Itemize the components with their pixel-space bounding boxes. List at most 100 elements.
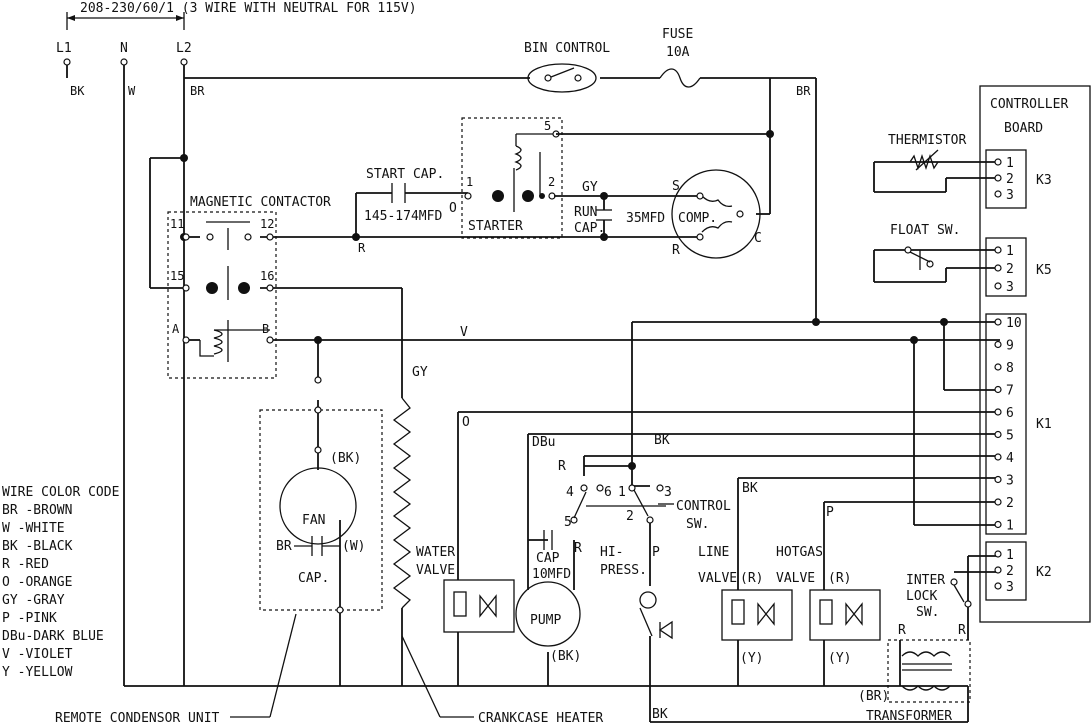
n-label: N (120, 41, 128, 56)
svg-text:5: 5 (564, 515, 572, 530)
legend-item: GY -GRAY (2, 593, 65, 608)
water-valve-label-1: WATER (416, 545, 455, 560)
br-wire-label-2: BR (796, 84, 811, 98)
svg-text:A: A (172, 322, 180, 336)
svg-text:12: 12 (260, 217, 274, 231)
svg-text:B: B (262, 322, 269, 336)
terminal-pin-label: 6 (1006, 406, 1014, 421)
wire-p-hipress: P (652, 545, 660, 560)
terminal-pin (994, 408, 1002, 416)
legend-item: BK -BLACK (2, 539, 73, 554)
svg-text:2: 2 (548, 175, 555, 189)
wire-v-label: V (460, 325, 468, 340)
terminal-pin (994, 520, 1002, 529)
pump-label: PUMP (530, 613, 561, 628)
terminal-pin (994, 550, 1002, 558)
fuse-rating: 10A (666, 45, 690, 60)
svg-text:11: 11 (170, 217, 184, 231)
transformer: (BR) TRANSFORMER (858, 639, 971, 724)
l2-label: L2 (176, 41, 192, 56)
k5-block (985, 237, 1027, 297)
compressor-s: S (672, 179, 680, 194)
interlock-label-1: INTER (906, 573, 945, 588)
k1-block (985, 313, 1027, 535)
terminal-pin-label: 3 (1006, 280, 1014, 295)
legend-item: V -VIOLET (2, 647, 73, 662)
supply-spec: 208-230/60/1 (3 WIRE WITH NEUTRAL FOR 11… (80, 1, 417, 16)
crankcase-heater-label: CRANKCASE HEATER (478, 711, 603, 726)
water-valve-label-2: VALVE (416, 563, 455, 578)
controller-board: CONTROLLER BOARD K3 K5 K1 K2 123 123 109… (979, 85, 1091, 623)
terminal-pin (994, 430, 1002, 439)
interlock-switch: INTER LOCK SW. R R (898, 573, 972, 638)
terminal-pin (994, 264, 1002, 272)
hotgas-valve: HOTGAS VALVE (R) (Y) (776, 545, 881, 666)
k3-label: K3 (1036, 173, 1052, 188)
wire-o-label: O (462, 415, 470, 430)
run-capacitor: GY RUN CAP. 35MFD (554, 180, 700, 241)
pump-motor: PUMP CAP 10MFD (BK) R (515, 530, 582, 664)
magnetic-contactor: MAGNETIC CONTACTOR 11 12 15 16 A B (167, 195, 331, 379)
run-cap-label: CAP. (574, 221, 605, 236)
pump-cap-label: CAP (536, 551, 560, 566)
line-valve: LINE VALVE (R) (Y) (698, 545, 793, 666)
svg-text:15: 15 (170, 269, 184, 283)
start-capacitor: START CAP. 145-174MFD O R (358, 167, 457, 255)
wire-r-interlock-2: R (958, 623, 966, 638)
wire-r-cs: R (558, 459, 566, 474)
bk-wire-label: BK (70, 84, 85, 98)
line-valve-r: (R) (740, 571, 763, 586)
wire-color-legend: WIRE COLOR CODE BR -BROWN W -WHITE BK -B… (2, 485, 119, 680)
bin-control-label: BIN CONTROL (524, 41, 610, 56)
terminal-pin (994, 582, 1002, 590)
terminal-pin-label: 8 (1006, 361, 1014, 376)
terminal-pin (994, 318, 1002, 326)
crankcase-heater: GY CRANKCASE HEATER (392, 365, 603, 726)
compressor: COMP. S C R (556, 78, 774, 259)
control-switch: 4 6 5 1 2 3 R CONTROL SW. (558, 459, 731, 532)
terminal-pin-label: 1 (1006, 244, 1014, 259)
fan-bk: (BK) (330, 451, 361, 466)
l2-terminal (180, 58, 188, 66)
hotgas-valve-label-2: VALVE (776, 571, 815, 586)
fan-label: FAN (302, 513, 325, 528)
terminal-pin-label: 10 (1006, 316, 1022, 331)
terminal-pin-label: 3 (1006, 188, 1014, 203)
starter-relay: STARTER 1 2 5 (461, 117, 563, 239)
terminal-pin (994, 190, 1002, 198)
hotgas-valve-y: (Y) (828, 651, 851, 666)
hotgas-valve-label-1: HOTGAS (776, 545, 823, 560)
remote-condensor-unit: FAN (BK) (W) BR CAP. REMOTE CONDENSOR UN… (55, 376, 383, 726)
control-sw-label-2: SW. (686, 517, 709, 532)
pump-cap-rating: 10MFD (532, 567, 571, 582)
terminal-pin (994, 475, 1002, 484)
legend-item: Y -YELLOW (2, 665, 73, 680)
k2-block (985, 541, 1027, 601)
legend-item: BR -BROWN (2, 503, 72, 518)
terminal-pin-label: 3 (1006, 580, 1014, 595)
remote-condensor-label: REMOTE CONDENSOR UNIT (55, 711, 220, 726)
transformer-br: (BR) (858, 689, 889, 704)
k2-label: K2 (1036, 565, 1052, 580)
svg-text:1: 1 (466, 175, 473, 189)
fuse: FUSE 10A BR (659, 27, 811, 98)
fuse-label: FUSE (662, 27, 693, 42)
bin-control: BIN CONTROL (524, 41, 610, 93)
hi-press-label-2: PRESS. (600, 563, 647, 578)
wire-r-start: R (358, 241, 366, 255)
run-cap-rating: 35MFD (626, 211, 665, 226)
controller-board-label-1: CONTROLLER (990, 97, 1068, 112)
compressor-c: C (754, 231, 762, 246)
terminal-pin-label: 9 (1006, 339, 1014, 354)
terminal-pin-label: 1 (1006, 519, 1014, 534)
water-valve: WATER VALVE (416, 545, 515, 633)
interlock-label-2: LOCK (906, 589, 937, 604)
terminal-pin (994, 158, 1002, 166)
start-cap-rating: 145-174MFD (364, 209, 442, 224)
wire-bk-bottom: BK (652, 707, 668, 722)
legend-item: DBu-DARK BLUE (2, 629, 104, 644)
wire-bk-label: BK (654, 433, 670, 448)
compressor-r: R (672, 243, 680, 258)
svg-text:6: 6 (604, 485, 612, 500)
svg-text:3: 3 (664, 485, 672, 500)
